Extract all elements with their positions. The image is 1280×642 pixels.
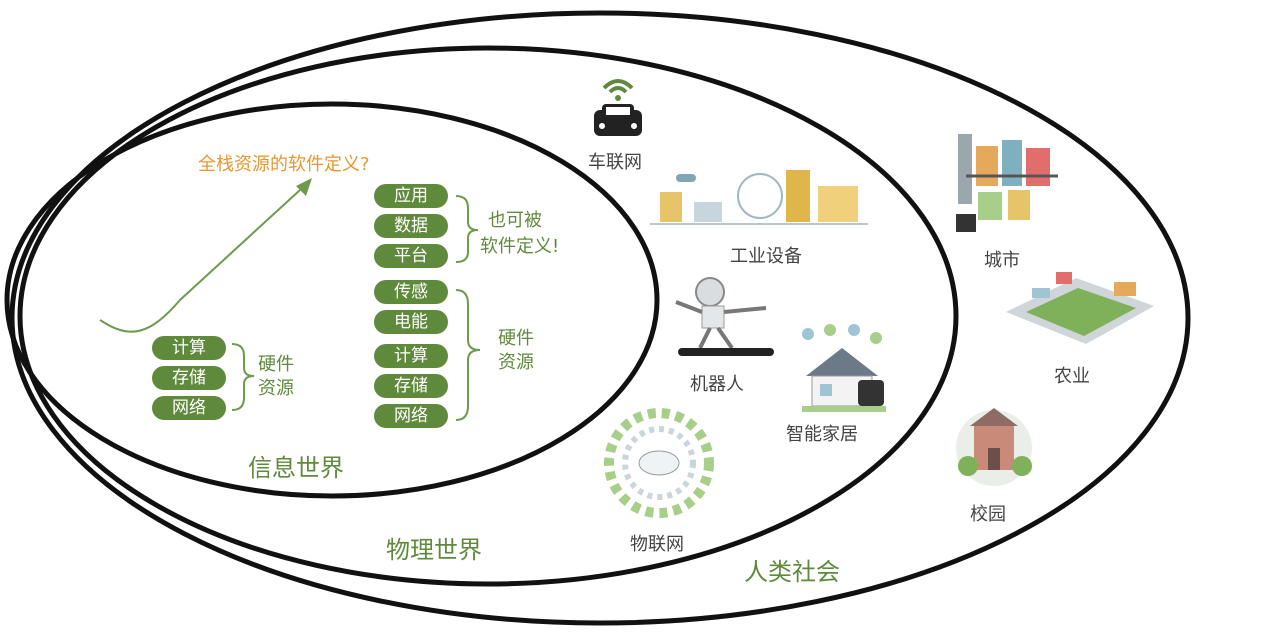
info-world-label: 信息世界 [248,454,344,482]
campus-icon [956,408,1032,486]
caption-city: 城市 [984,250,1020,271]
left-stack-network: 网络 [152,396,226,420]
robot-icon [675,277,774,356]
lower-label-line2: 资源 [498,352,534,373]
human-society-ring [9,10,1191,626]
stack-item-compute: 计算 [374,344,448,368]
left-stack-compute: 计算 [152,336,226,360]
upper-label-line1: 也可被 [488,210,542,231]
stack-item-app: 应用 [374,184,448,208]
physical-world-label: 物理世界 [386,536,482,564]
stack-item-power: 电能 [374,310,448,334]
stack-item-storage: 存储 [374,374,448,398]
lower-label-line1: 硬件 [498,328,534,349]
caption-robot: 机器人 [690,374,744,395]
industrial-equipment-icon [650,170,868,225]
caption-industrial-equipment: 工业设备 [730,246,802,267]
physical-world-ring [17,45,959,587]
growth-arrow-head [296,178,312,196]
agriculture-icon [1006,272,1154,344]
caption-agriculture: 农业 [1054,366,1090,387]
caption-smart-home: 智能家居 [786,424,858,445]
info-world-ring [4,101,660,499]
human-society-label: 人类社会 [744,558,840,586]
stack-item-data: 数据 [374,214,448,238]
left-label-line1: 硬件 [258,354,294,375]
city-icon [956,134,1058,232]
lower-brace [455,289,481,421]
left-brace [231,343,255,411]
stack-item-platform: 平台 [374,244,448,268]
iot-icon [604,408,714,518]
caption-iot: 物联网 [630,534,684,555]
left-stack-storage: 存储 [152,366,226,390]
connected-car-icon [594,79,642,136]
growth-arrow [99,189,301,333]
stack-item-network: 网络 [374,404,448,428]
smart-home-icon [802,324,886,412]
software-defined-question: 全栈资源的软件定义? [198,154,370,175]
upper-brace [455,195,479,263]
caption-campus: 校园 [970,504,1006,525]
stack-item-sensing: 传感 [374,280,448,304]
left-label-line2: 资源 [258,378,294,399]
caption-connected-car: 车联网 [588,152,642,173]
upper-label-line2: 软件定义! [480,236,560,257]
